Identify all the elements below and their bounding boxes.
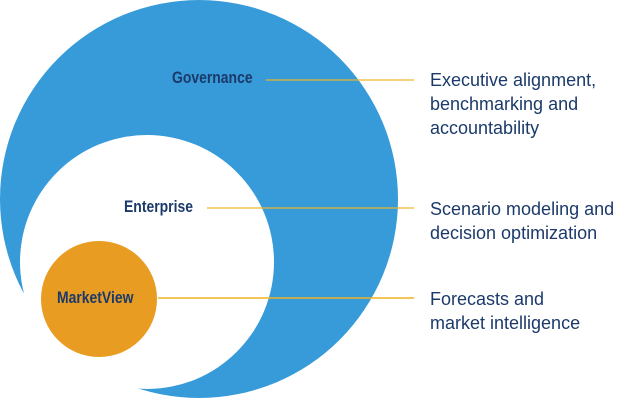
enterprise-label: Enterprise (124, 197, 193, 216)
description-line: accountability (430, 118, 540, 138)
description-line: market intelligence (430, 313, 581, 333)
marketview-circle (41, 241, 157, 357)
enterprise-description: Scenario modeling and decision optimizat… (430, 197, 614, 245)
description-line: Scenario modeling and (430, 199, 615, 219)
description-line: decision optimization (430, 223, 598, 243)
marketview-label: MarketView (57, 288, 134, 307)
governance-label: Governance (172, 68, 253, 87)
marketview-description: Forecasts and market intelligence (430, 287, 580, 335)
description-line: Executive alignment, (430, 70, 597, 90)
description-line: benchmarking and (430, 94, 579, 114)
governance-description: Executive alignment, benchmarking and ac… (430, 68, 596, 140)
description-line: Forecasts and (430, 289, 545, 309)
